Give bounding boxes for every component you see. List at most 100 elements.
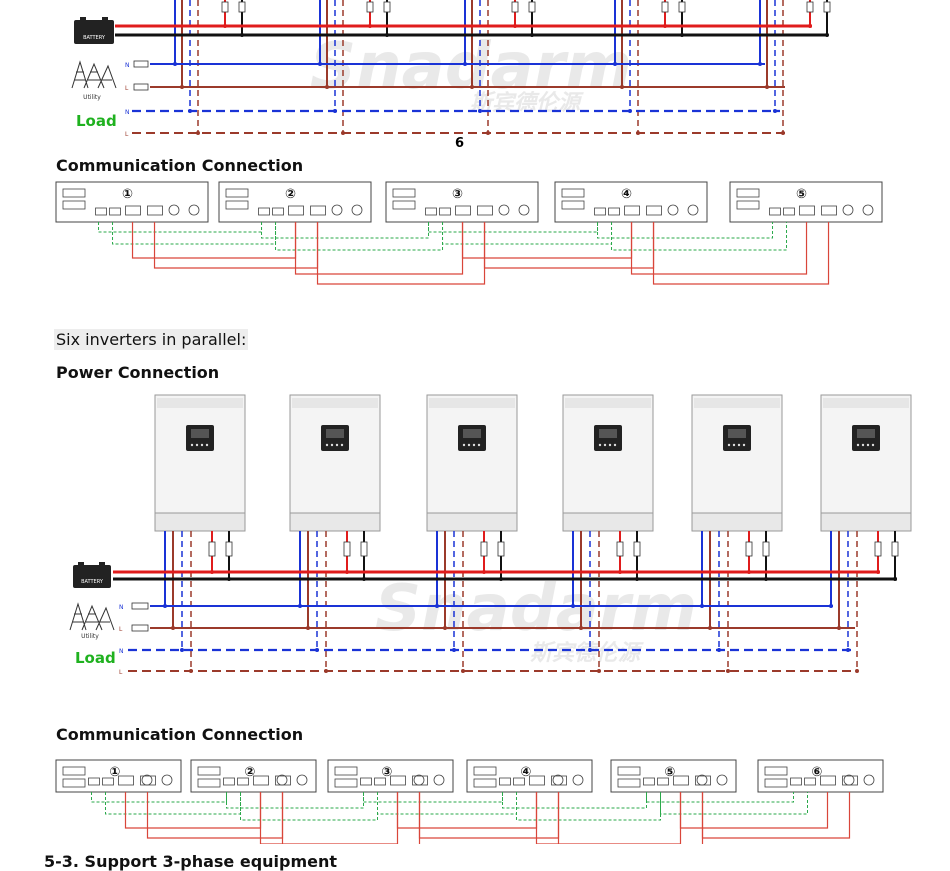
comm-slot <box>62 766 86 776</box>
six-utility-label: Utility <box>81 633 99 640</box>
comm-port <box>102 777 114 786</box>
top-fuse-icon <box>528 1 536 13</box>
inverter-screen <box>599 429 617 438</box>
comm-port <box>109 207 121 216</box>
inverter-button-dot <box>598 443 602 447</box>
comm-knob <box>696 774 708 786</box>
comm-port <box>783 207 795 216</box>
comm-slot <box>62 778 86 788</box>
six-fuse-icon <box>616 541 624 557</box>
comm-port <box>790 777 802 786</box>
inverter-button-dot <box>472 443 476 447</box>
six-junction-dot <box>180 648 184 652</box>
comm-unit: ② <box>218 181 372 223</box>
comm-slot <box>764 778 788 788</box>
comm-port <box>455 205 471 216</box>
inverter-button-dot <box>727 443 731 447</box>
comm-knob <box>572 774 584 786</box>
comm-wire-red <box>259 792 399 844</box>
comm-knob <box>141 774 153 786</box>
inverter-screen <box>728 429 746 438</box>
comm-unit-number: ⑥ <box>811 765 822 780</box>
inverter-body <box>426 394 518 514</box>
comm-knob <box>667 204 679 216</box>
comm-wire-red <box>146 792 284 839</box>
comm-unit: ⑥ <box>757 759 884 793</box>
inverter-body <box>691 394 783 514</box>
inverter-button-dot <box>205 443 209 447</box>
six-utility-l-label: L <box>119 626 123 633</box>
comm-wire-green <box>597 222 774 239</box>
comm-port <box>118 775 134 786</box>
comm-unit-number: ② <box>244 765 255 780</box>
comm-knob <box>687 204 699 216</box>
comm-port <box>253 775 269 786</box>
comm-wire-green <box>516 792 661 821</box>
comm-wire-red <box>396 792 538 829</box>
inverter-button-dot <box>195 443 199 447</box>
comm-wire-green <box>428 222 599 233</box>
inverter-base <box>289 512 381 532</box>
comm-port <box>820 775 836 786</box>
top-fuse-icon <box>238 1 246 13</box>
comm-slot <box>392 200 416 210</box>
inverter-unit <box>820 394 912 532</box>
comm-port <box>125 205 141 216</box>
inverter-button-dot <box>603 443 607 447</box>
top-fuse-icon <box>221 1 229 13</box>
comm-port <box>799 205 815 216</box>
comm-port <box>769 207 781 216</box>
comm-knob <box>518 204 530 216</box>
comm-port <box>95 207 107 216</box>
comm-knob <box>552 774 564 786</box>
six-inverters-intro: Six inverters in parallel: <box>54 329 249 350</box>
inverter-top-strip <box>429 398 515 408</box>
six-fuse-icon <box>225 541 233 557</box>
comm-wire-red <box>483 222 655 269</box>
six-fuse-icon <box>745 541 753 557</box>
inverter-count-label: 6 <box>455 136 464 150</box>
inverter-button-dot <box>325 443 329 447</box>
six-load-label: Load <box>75 649 116 667</box>
six-fuse-icon <box>874 541 882 557</box>
inverter-button-dot <box>477 443 481 447</box>
top-fuse-icon <box>823 1 831 13</box>
six-battery-icon: BATTERY <box>73 562 111 588</box>
comm-unit-number: ⑤ <box>796 187 807 202</box>
comm-knob <box>498 204 510 216</box>
top-fuse-icon <box>661 1 669 13</box>
watermark-brand-2: Snadarm <box>375 572 697 646</box>
inverter-base <box>154 512 246 532</box>
inverter-screen <box>191 429 209 438</box>
inverter-unit <box>426 394 518 532</box>
inverter-button-dot <box>737 443 741 447</box>
comm-port <box>821 205 837 216</box>
comm-port <box>804 777 816 786</box>
comm-knob <box>296 774 308 786</box>
comm-knob <box>351 204 363 216</box>
inverter-body <box>820 394 912 514</box>
utility-label: Utility <box>83 94 101 101</box>
load-l-label: L <box>125 131 129 138</box>
comm-port <box>499 777 511 786</box>
six-utility-tower-icon: Utility <box>69 602 115 640</box>
comm-port <box>88 777 100 786</box>
comm-unit-number: ④ <box>520 765 531 780</box>
comm-port <box>643 777 655 786</box>
comm-unit: ③ <box>327 759 454 793</box>
six-fuse-icon <box>497 541 505 557</box>
comm-port <box>237 777 249 786</box>
comm-slot <box>62 200 86 210</box>
comm-wire-green <box>377 792 517 815</box>
inverter-button-dot <box>608 443 612 447</box>
comm-wire-green <box>502 792 647 809</box>
comm-slot <box>62 188 86 198</box>
inverter-top-strip <box>694 398 780 408</box>
comm-wire-red <box>131 222 297 259</box>
six-breaker-l-icon <box>131 624 149 632</box>
comm-wire-red <box>701 792 851 839</box>
inverter-unit <box>562 394 654 532</box>
comm-slot <box>561 188 585 198</box>
comm-wire-green <box>261 222 430 239</box>
six-load-l-label: L <box>119 669 123 676</box>
